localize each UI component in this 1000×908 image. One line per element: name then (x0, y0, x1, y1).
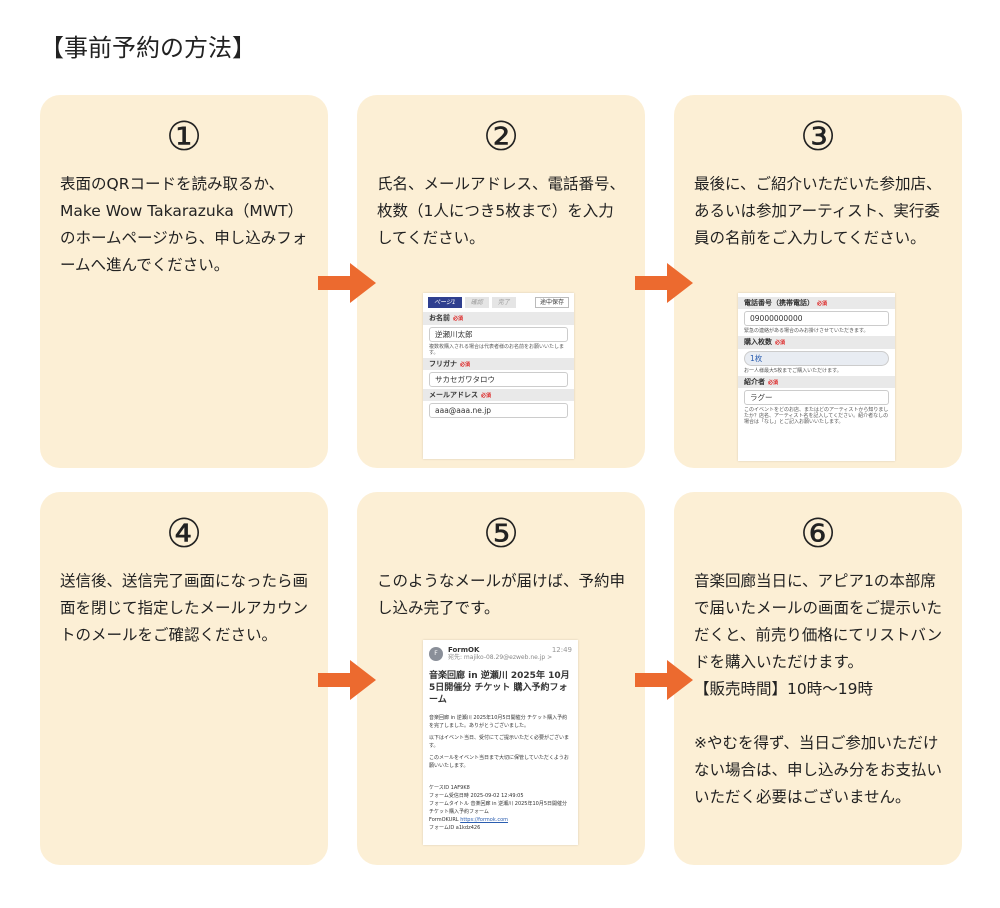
sender: FormOK (448, 646, 480, 654)
step-card-6: ⑥ 音楽回廊当日に、アピア1の本部席で届いたメールの画面をご提示いただくと、前売… (674, 492, 962, 865)
email-detail: FormOKURL (429, 816, 459, 823)
email-paragraph: 音楽回廊 in 逆瀬川 2025年10月5日開催分 チケット購入予約を完了しまし… (429, 714, 568, 729)
arrow-right-icon (635, 660, 693, 700)
required-badge: 必須 (453, 316, 464, 323)
quantity-select: 1枚 (744, 350, 889, 366)
form-screenshot-2: 電話番号（携帯電話）必須 09000000000 緊急の連絡がある場合のみお掛け… (738, 293, 895, 461)
step-number: ④ (166, 511, 202, 557)
email-detail: フォームID a1kdz426 (429, 824, 481, 831)
field-label: 紹介者 (744, 377, 765, 386)
arrow-right-icon (318, 263, 376, 303)
save-draft-button: 途中保存 (534, 297, 569, 309)
field-note: 緊急の連絡がある場合のみお掛けさせていただきます。 (744, 328, 869, 335)
kana-field: サカセガワタロウ (429, 371, 568, 387)
step-number: ③ (800, 114, 836, 160)
email-subject: 音楽回廊 in 逆瀬川 2025年 10月5日開催分 チケット 購入予約フォーム (429, 670, 570, 705)
step-card-1: ① 表面のQRコードを読み取るか、 Make Wow Takarazuka（MW… (40, 95, 328, 468)
form-screenshot-1: ページ1 確認 完了 途中保存 お名前必須 逆瀬川太郎 複数枚購入される場合は代… (423, 293, 574, 459)
page-title: 【事前予約の方法】 (40, 34, 256, 62)
email-detail: ケースID 1AF9K8 (429, 784, 470, 791)
form-step: ページ1 (428, 297, 462, 309)
email-field: aaa@aaa.ne.jp (429, 403, 568, 419)
step-text: 表面のQRコードを読み取るか、 Make Wow Takarazuka（MWT）… (60, 175, 308, 274)
recipient: 宛先: majiko-08.29@ezweb.ne.jp > (448, 654, 553, 662)
arrow-right-icon (318, 660, 376, 700)
step-card-4: ④ 送信後、送信完了画面になったら画面を閉じて指定したメールアカウントのメールを… (40, 492, 328, 865)
step-card-3: ③ 最後に、ご紹介いただいた参加店、あるいは参加アーティスト、実行委員の名前をご… (674, 95, 962, 468)
field-note: このイベントをどのお店、またはどのアーティストから知りましたか？店名、アーティス… (744, 407, 889, 426)
field-note: 複数枚購入される場合は代表者様のお名前をお願いいたします。 (429, 343, 565, 356)
form-step: 確認 (464, 297, 489, 309)
step-text: 氏名、メールアドレス、電話番号、枚数（1人につき5枚まで）を入力してください。 (377, 175, 626, 247)
field-label: フリガナ (429, 359, 457, 368)
field-label: メールアドレス (429, 390, 478, 399)
step-number: ① (166, 114, 202, 160)
email-paragraph: このメールをイベント当日まで大切に保管していただくようお願いいたします。 (429, 754, 569, 769)
email-screenshot: F FormOK 12:49 宛先: majiko-08.29@ezweb.ne.… (423, 640, 578, 845)
step-text: このようなメールが届けば、予約申し込み完了です。 (377, 572, 626, 617)
field-label: 購入枚数 (744, 338, 772, 347)
step-card-2: ② 氏名、メールアドレス、電話番号、枚数（1人につき5枚まで）を入力してください… (357, 95, 645, 468)
step-card-5: ⑤ このようなメールが届けば、予約申し込み完了です。 F FormOK 12:49… (357, 492, 645, 865)
email-paragraph: 以下はイベント当日、受付にてご提示いただく必要がございます。 (429, 734, 570, 749)
step-number: ② (483, 114, 519, 160)
arrow-right-icon (635, 263, 693, 303)
step-text: 音楽回廊当日に、アピア1の本部席で届いたメールの画面をご提示いただくと、前売り価… (694, 572, 943, 806)
formok-link[interactable]: https://formok.com (460, 816, 509, 823)
name-field: 逆瀬川太郎 (429, 326, 568, 342)
step-text: 送信後、送信完了画面になったら画面を閉じて指定したメールアカウントのメールをご確… (60, 572, 309, 644)
field-label: お名前 (429, 314, 450, 323)
required-badge: 必須 (775, 340, 786, 347)
step-number: ⑥ (800, 511, 836, 557)
phone-field: 09000000000 (744, 311, 889, 327)
step-number: ⑤ (483, 511, 519, 557)
field-note: お一人様最大5枚までご購入いただけます。 (744, 367, 842, 374)
step-text: 最後に、ご紹介いただいた参加店、あるいは参加アーティスト、実行委員の名前をご入力… (694, 175, 942, 247)
form-step: 完了 (491, 297, 516, 309)
referrer-field: ラグー (744, 390, 889, 406)
required-badge: 必須 (481, 392, 492, 399)
timestamp: 12:49 (551, 646, 572, 654)
email-detail: フォームタイトル 音楽回廊 in 逆瀬川 2025年10月5日開催分 チケット購… (429, 800, 568, 815)
required-badge: 必須 (768, 379, 779, 386)
required-badge: 必須 (460, 361, 471, 368)
avatar: F (429, 646, 443, 661)
field-label: 電話番号（携帯電話） (744, 299, 814, 307)
email-detail: フォーム受信日時 2025-09-02 12:49:05 (429, 792, 524, 799)
required-badge: 必須 (817, 301, 828, 307)
